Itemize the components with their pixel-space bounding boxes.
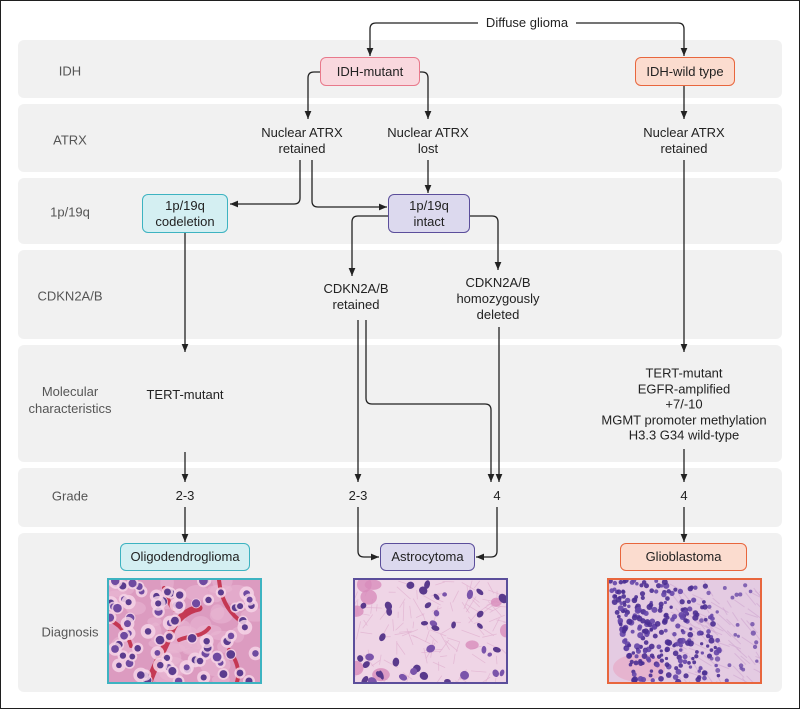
node-1p19q-intact: 1p/19q intact xyxy=(388,194,470,233)
node-cdkn2ab-homozygously-deleted: CDKN2A/B homozygously deleted xyxy=(456,275,540,322)
node-1p19q-codeletion: 1p/19q codeletion xyxy=(142,194,228,233)
row-grade xyxy=(18,468,782,527)
node-idh-mutant: IDH-mutant xyxy=(320,57,420,86)
row-label-cdkn2ab: CDKN2A/B xyxy=(37,288,103,304)
diagnosis-glioblastoma: Glioblastoma xyxy=(620,543,747,571)
grade-oligodendroglioma: 2-3 xyxy=(175,488,195,503)
arrow-root-to-idh-wild-type xyxy=(576,22,688,56)
row-atrx xyxy=(18,104,782,172)
arrow-atrx-retained-to-codeletion xyxy=(230,160,301,208)
arrow-atrx-retained-to-intact xyxy=(311,160,387,211)
node-cdkn2ab-retained: CDKN2A/B retained xyxy=(323,281,389,312)
arrow-grade-4-to-astrocytoma xyxy=(476,507,498,561)
molecular-item-mgmt: MGMT promoter methylation xyxy=(601,411,767,427)
row-label-1p19q: 1p/19q xyxy=(50,204,90,220)
molecular-item-chromosome-7-10: +7/-10 xyxy=(665,396,703,412)
molecular-item-tert: TERT-mutant xyxy=(645,365,723,381)
molecular-item-egfr: EGFR-amplified xyxy=(637,380,731,396)
grade-astrocytoma-2-3: 2-3 xyxy=(348,488,368,503)
node-atrx-retained-wild-type: Nuclear ATRX retained xyxy=(643,125,725,156)
arrow-intact-to-cdkn2ab-retained xyxy=(348,215,388,276)
row-label-grade: Grade xyxy=(51,488,89,504)
arrow-grade-2-3-to-astrocytoma xyxy=(357,507,379,561)
row-label-molecular-characteristics: Molecular characteristics xyxy=(28,384,112,416)
node-atrx-lost: Nuclear ATRX lost xyxy=(387,125,469,156)
row-label-atrx: ATRX xyxy=(53,132,87,148)
node-glioblastoma-molecular-list: TERT-mutant EGFR-amplified +7/-10 MGMT p… xyxy=(601,365,766,443)
arrow-cdkn2ab-retained-to-grade-4 xyxy=(365,320,495,482)
grade-astrocytoma-4: 4 xyxy=(493,488,501,503)
node-tert-mutant-oligodendroglioma: TERT-mutant xyxy=(146,387,224,402)
arrow-intact-to-cdkn2ab-deleted xyxy=(470,215,502,270)
node-idh-wild-type: IDH-wild type xyxy=(635,57,735,86)
diagnosis-oligodendroglioma: Oligodendroglioma xyxy=(120,543,250,571)
row-label-idh: IDH xyxy=(58,63,82,79)
node-atrx-retained-mutant: Nuclear ATRX retained xyxy=(261,125,343,156)
glioblastoma-histology-image xyxy=(607,578,762,684)
arrow-idh-mutant-to-atrx-retained xyxy=(304,71,320,119)
diagnosis-astrocytoma: Astrocytoma xyxy=(380,543,475,571)
molecular-item-h3-3: H3.3 G34 wild-type xyxy=(628,427,740,443)
root-diffuse-glioma: Diffuse glioma xyxy=(485,15,569,30)
arrow-root-to-idh-mutant xyxy=(366,22,478,56)
oligodendroglioma-histology-image xyxy=(107,578,262,684)
row-label-diagnosis: Diagnosis xyxy=(41,624,99,640)
arrow-idh-mutant-to-atrx-lost xyxy=(420,71,432,119)
astrocytoma-histology-image xyxy=(353,578,508,684)
row-cdkn2ab xyxy=(18,250,782,339)
grade-glioblastoma: 4 xyxy=(680,488,688,503)
